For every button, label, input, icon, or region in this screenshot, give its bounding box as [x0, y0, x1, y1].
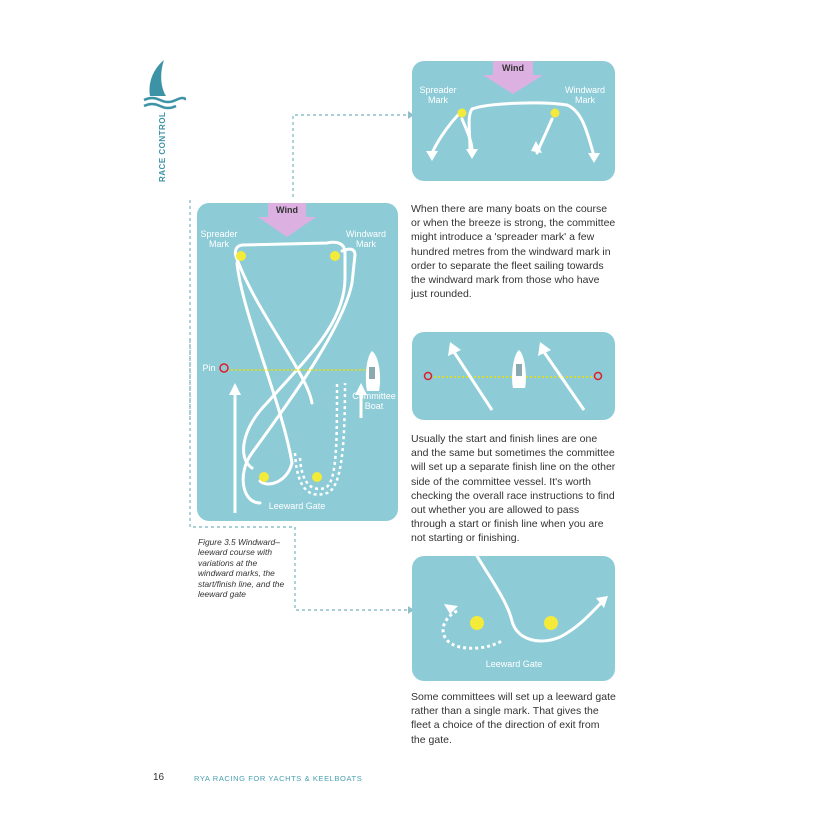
- page-number: 16: [153, 772, 165, 783]
- sail-logo-icon: [143, 60, 186, 110]
- running-footer-title: RYA RACING FOR YACHTS & KEELBOATS: [194, 774, 363, 783]
- wind-label: Wind: [276, 205, 298, 215]
- top-spreader-mark-label: Spreader Mark: [419, 85, 457, 105]
- leeward-gate-paragraph: Some committees will set up a leeward ga…: [411, 691, 616, 746]
- start-finish-paragraph: Usually the start and finish lines are o…: [411, 433, 616, 545]
- leeward-gate-label: Leeward Gate: [268, 501, 326, 511]
- top-windward-mark-label: Windward Mark: [564, 85, 605, 105]
- pin-label: Pin: [202, 363, 216, 373]
- figure-caption: Figure 3.5 Windward–leeward course with …: [198, 537, 285, 600]
- spreader-paragraph: When there are many boats on the course …: [411, 203, 616, 301]
- spreader-mark-label: Spreader Mark: [200, 229, 238, 249]
- committee-boat-label: Committee Boat: [352, 391, 396, 411]
- start-finish-diagram: [412, 332, 615, 420]
- top-wind-label: Wind: [502, 63, 524, 73]
- leeward-gate-diagram: Leeward Gate: [412, 556, 615, 681]
- spreader-mark-diagram: Wind Spreader Mark Windward Mark: [412, 61, 615, 181]
- main-course-diagram: Wind Spreader Mark Windward Mark Pin Com…: [197, 203, 398, 521]
- bottom-leeward-gate-label: Leeward Gate: [485, 659, 543, 669]
- windward-mark-label: Windward Mark: [345, 229, 386, 249]
